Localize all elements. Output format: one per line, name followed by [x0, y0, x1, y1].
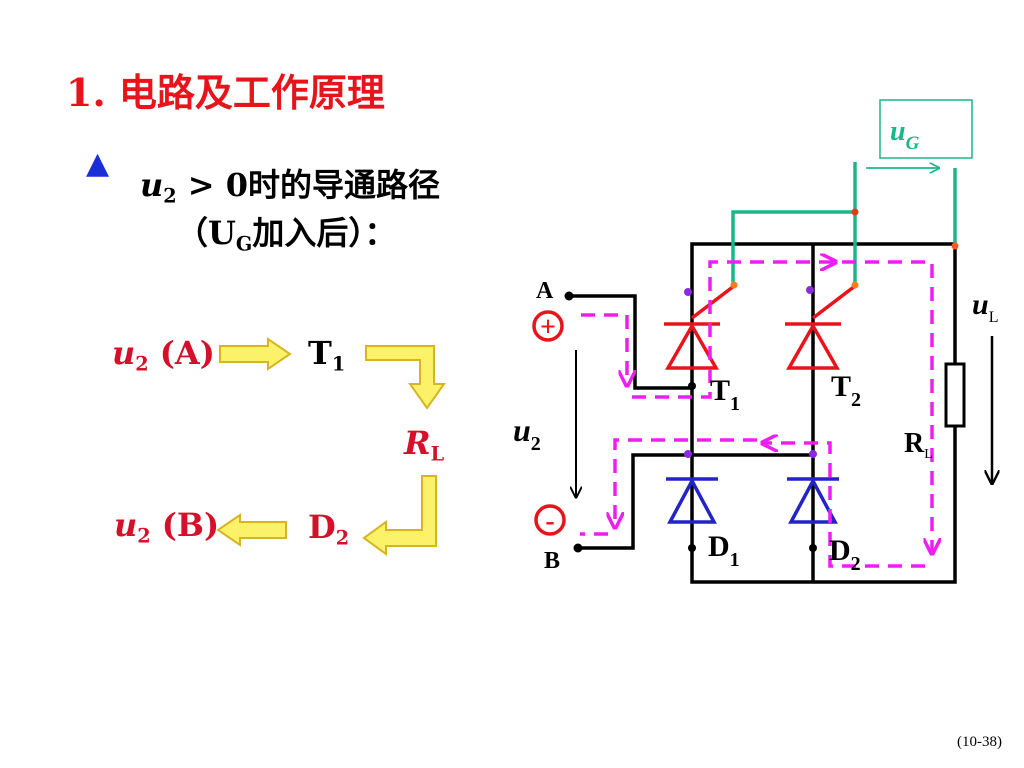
diode-d1: [666, 477, 718, 524]
thyristor-t2: [785, 284, 857, 370]
flow-t1-label: T1: [308, 334, 346, 376]
t2-label: T2: [831, 370, 861, 411]
flow-arrow-bend-left-icon: [362, 475, 437, 556]
junction-dots: [684, 208, 959, 458]
u2-label: u2: [513, 412, 541, 455]
note-pre: （U: [176, 214, 236, 252]
flow-start-label: u2 (A): [112, 334, 215, 376]
rl-label: RL: [904, 428, 933, 462]
condition-heading: u2 > 0时的导通路径: [140, 160, 440, 208]
flow-d2-label: D2: [308, 508, 350, 550]
load-resistor-rl: [944, 362, 966, 428]
svg-text:-: -: [545, 506, 554, 537]
condition-note: （UG加入后）：: [176, 208, 396, 256]
flow-rl-label: RL: [404, 424, 445, 466]
note-sub: G: [235, 232, 253, 256]
thyristor-t1: [664, 284, 736, 370]
diode-d2: [787, 477, 839, 524]
ug-label: uG: [890, 116, 920, 154]
condition-text: > 0时的导通路径: [176, 166, 440, 204]
minus-polarity-icon: -: [534, 504, 566, 537]
flow-arrow-left-icon: [216, 513, 287, 547]
gate-trigger-wires: [731, 162, 957, 285]
node-b-label: B: [544, 548, 560, 574]
u2-var: u: [140, 166, 164, 204]
flow-end-label: u2 (B): [114, 506, 220, 548]
node-a-label: A: [536, 278, 554, 304]
conduction-path: [580, 262, 932, 568]
page-number: (10-38): [957, 734, 1002, 750]
page-title: 1. 电路及工作原理: [66, 70, 385, 115]
t1-label: T1: [710, 374, 740, 415]
flow-arrow-right-icon: [219, 337, 292, 371]
ug-label-box: [879, 99, 973, 159]
flow-arrow-bend-down-icon: [365, 345, 446, 410]
terminal-dots: [564, 291, 817, 553]
d2-label: D2: [829, 534, 861, 575]
note-rest: 加入后）：: [252, 214, 397, 252]
d1-label: D1: [708, 530, 740, 571]
plus-polarity-icon: +: [532, 310, 564, 343]
svg-text:+: +: [540, 312, 556, 343]
circuit-wires: [570, 242, 966, 584]
ul-label: uL: [972, 288, 998, 326]
bullet-triangle-icon: ▲: [86, 146, 110, 181]
u2-sub: 2: [163, 184, 177, 208]
